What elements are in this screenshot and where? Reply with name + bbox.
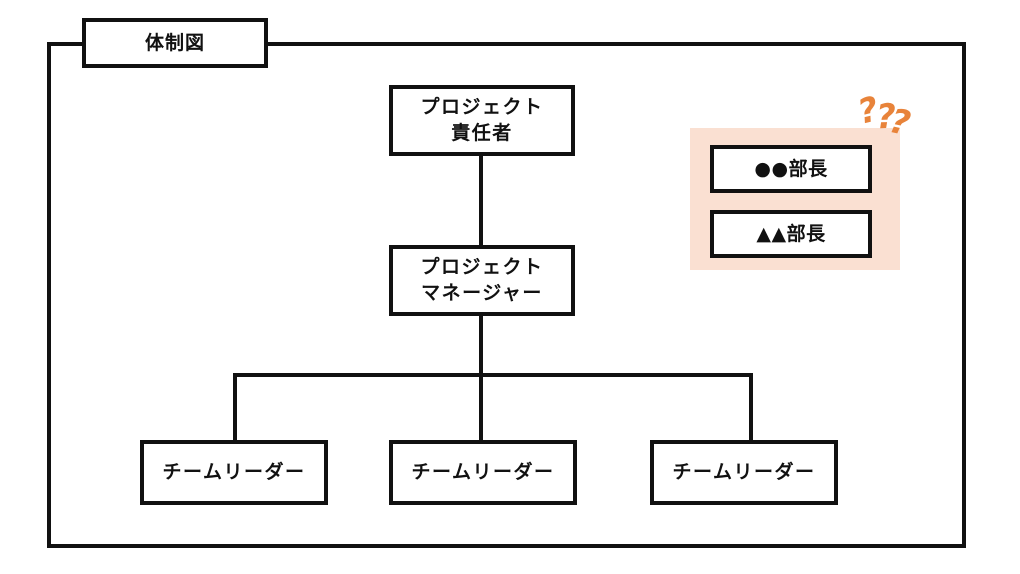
node-project-manager: プロジェクト マネージャー: [389, 245, 575, 316]
diagram-title-label: 体制図: [144, 31, 205, 54]
node-team-leader-2-label: チームリーダー: [411, 460, 555, 483]
node-project-manager-line-2: マネージャー: [421, 281, 543, 304]
question-marks-annotation: ???: [854, 89, 914, 144]
node-department-manager-1: ●●部長: [710, 145, 872, 193]
org-chart-outer-frame: [47, 42, 966, 548]
node-team-leader-1: チームリーダー: [140, 440, 328, 505]
connector-bus-to-leader-3: [749, 373, 753, 443]
connector-director-to-manager: [479, 153, 483, 248]
node-project-director-line-1: プロジェクト: [420, 95, 544, 118]
node-project-manager-line-1: プロジェクト: [420, 255, 544, 278]
highlight-group-department-managers: ●●部長 ▲▲部長: [690, 128, 900, 270]
node-department-manager-2-label: ▲▲部長: [756, 222, 826, 245]
connector-bus-to-leader-2: [479, 373, 483, 443]
node-team-leader-3-label: チームリーダー: [672, 460, 816, 483]
node-team-leader-1-label: チームリーダー: [162, 460, 306, 483]
node-department-manager-2: ▲▲部長: [710, 210, 872, 258]
node-department-manager-1-label: ●●部長: [754, 157, 828, 180]
node-team-leader-3: チームリーダー: [650, 440, 838, 505]
connector-bus-to-leader-1: [233, 373, 237, 443]
diagram-title-box: 体制図: [82, 18, 268, 68]
node-project-director-line-2: 責任者: [451, 121, 513, 144]
connector-manager-to-bus: [479, 313, 483, 377]
connector-horizontal-bus: [233, 373, 753, 377]
node-team-leader-2: チームリーダー: [389, 440, 577, 505]
node-project-director: プロジェクト 責任者: [389, 85, 575, 156]
